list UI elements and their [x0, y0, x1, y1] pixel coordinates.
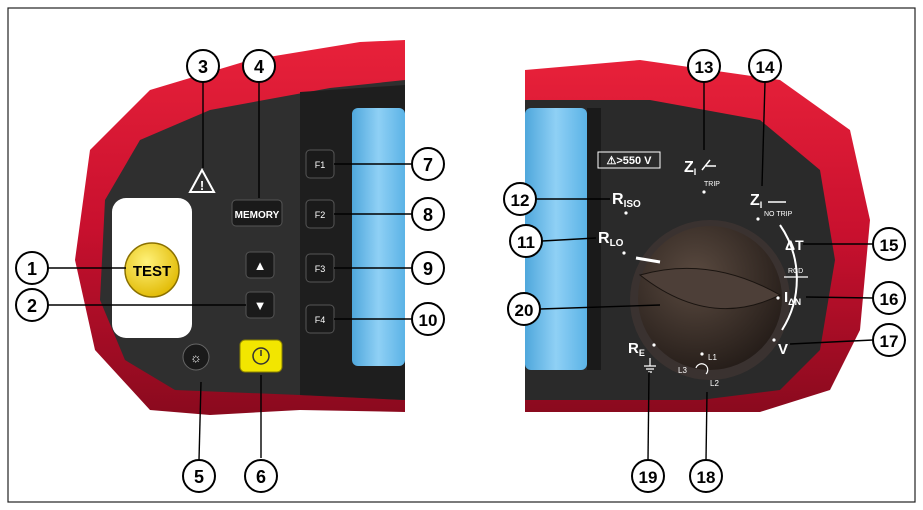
right-panel: ⚠>550 V RISO RLO ZI TRIP ZI NO TRIP ΔT R…: [525, 60, 870, 412]
test-button-label: TEST: [133, 263, 171, 280]
callout-16: 16: [873, 282, 905, 314]
voltage-warning-text: ⚠>550 V: [606, 155, 652, 167]
svg-text:4: 4: [254, 57, 264, 77]
svg-text:12: 12: [511, 191, 530, 210]
svg-text:15: 15: [880, 236, 899, 255]
svg-text:9: 9: [423, 259, 433, 279]
svg-text:5: 5: [194, 467, 204, 487]
svg-text:11: 11: [517, 233, 535, 252]
f4-label: F4: [315, 315, 326, 325]
left-lcd: [352, 108, 405, 366]
f1-label: F1: [315, 160, 326, 170]
callout-10: 10: [412, 303, 444, 335]
svg-text:20: 20: [515, 301, 534, 320]
backlight-icon: ☼: [190, 350, 202, 365]
callout-19: 19: [632, 460, 664, 492]
f2-label: F2: [315, 210, 326, 220]
svg-text:8: 8: [423, 205, 433, 225]
svg-text:16: 16: [880, 290, 899, 309]
svg-text:!: !: [200, 178, 204, 193]
callout-6: 6: [245, 460, 277, 492]
svg-text:14: 14: [756, 58, 775, 77]
callout-3: 3: [187, 50, 219, 82]
callout-4: 4: [243, 50, 275, 82]
callout-8: 8: [412, 198, 444, 230]
svg-text:3: 3: [198, 57, 208, 77]
callout-13: 13: [688, 50, 720, 82]
callout-7: 7: [412, 148, 444, 180]
svg-text:1: 1: [27, 259, 37, 279]
f3-label: F3: [315, 264, 326, 274]
callout-20: 20: [508, 293, 540, 325]
left-panel: TEST ! MEMORY ▲ ▼ F1 F2 F3 F4 ☼: [75, 40, 405, 415]
svg-text:13: 13: [695, 58, 714, 77]
svg-text:17: 17: [880, 332, 899, 351]
down-arrow-icon: ▼: [254, 298, 267, 313]
svg-text:19: 19: [639, 468, 658, 487]
memory-button-label: MEMORY: [235, 210, 280, 221]
z-notrip-text: NO TRIP: [764, 211, 793, 218]
up-arrow-icon: ▲: [254, 258, 267, 273]
callout-17: 17: [873, 324, 905, 356]
l2-label: L2: [710, 379, 719, 388]
svg-text:18: 18: [697, 468, 716, 487]
l3-label: L3: [678, 366, 687, 375]
z-trip-text: TRIP: [704, 181, 720, 188]
svg-text:7: 7: [423, 155, 433, 175]
callout-5: 5: [183, 460, 215, 492]
callout-18: 18: [690, 460, 722, 492]
callout-11: 11: [510, 225, 542, 257]
callout-12: 12: [504, 183, 536, 215]
callout-14: 14: [749, 50, 781, 82]
l1-label: L1: [708, 353, 717, 362]
callout-2: 2: [16, 289, 48, 321]
callout-1: 1: [16, 252, 48, 284]
rcd-label: RCD: [788, 268, 803, 275]
callout-9: 9: [412, 252, 444, 284]
callout-15: 15: [873, 228, 905, 260]
delta-t-label: ΔT: [785, 237, 804, 253]
svg-text:2: 2: [27, 296, 37, 316]
v-label: V: [778, 341, 788, 358]
svg-text:10: 10: [419, 311, 438, 330]
svg-text:6: 6: [256, 467, 266, 487]
